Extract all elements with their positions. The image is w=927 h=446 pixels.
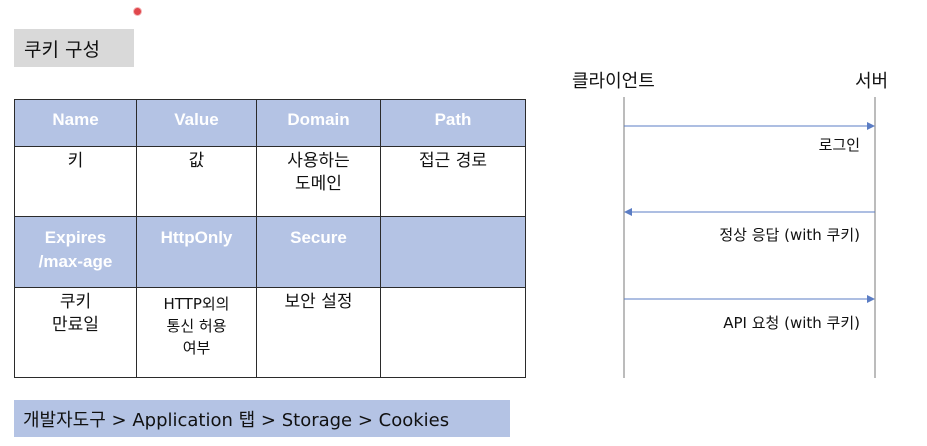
message-api-request-with-cookie: API 요청 (with 쿠키) [723, 314, 860, 332]
client-label: 클라이언트 [572, 71, 655, 92]
header-cell-empty [380, 216, 526, 288]
message-login: 로그인 [818, 136, 860, 154]
value-cell-value: 값 [136, 146, 257, 217]
table-header-row-2: Expires/max-age HttpOnly Secure [14, 216, 526, 288]
header-cell-httponly: HttpOnly [136, 216, 257, 288]
header-cell-value: Value [136, 99, 257, 147]
server-label: 서버 [855, 71, 889, 92]
header-cell-domain: Domain [256, 99, 381, 147]
header-cell-path: Path [380, 99, 526, 147]
value-cell-name: 키 [14, 146, 137, 217]
message-response-with-cookie: 정상 응답 (with 쿠키) [719, 226, 860, 244]
value-cell-empty [380, 287, 526, 378]
table-header-row-1: Name Value Domain Path [14, 99, 526, 147]
value-cell-path: 접근 경로 [380, 146, 526, 217]
header-cell-secure: Secure [256, 216, 381, 288]
devtools-path-caption: 개발자도구 > Application 탭 > Storage > Cookie… [14, 400, 510, 437]
value-cell-secure: 보안 설정 [256, 287, 381, 378]
login-arrow-head [867, 122, 875, 130]
response-arrow-head [624, 208, 632, 216]
api-request-arrow-head [867, 295, 875, 303]
section-title: 쿠키 구성 [14, 29, 134, 67]
red-dot-marker [133, 7, 142, 16]
header-cell-expires: Expires/max-age [14, 216, 137, 288]
